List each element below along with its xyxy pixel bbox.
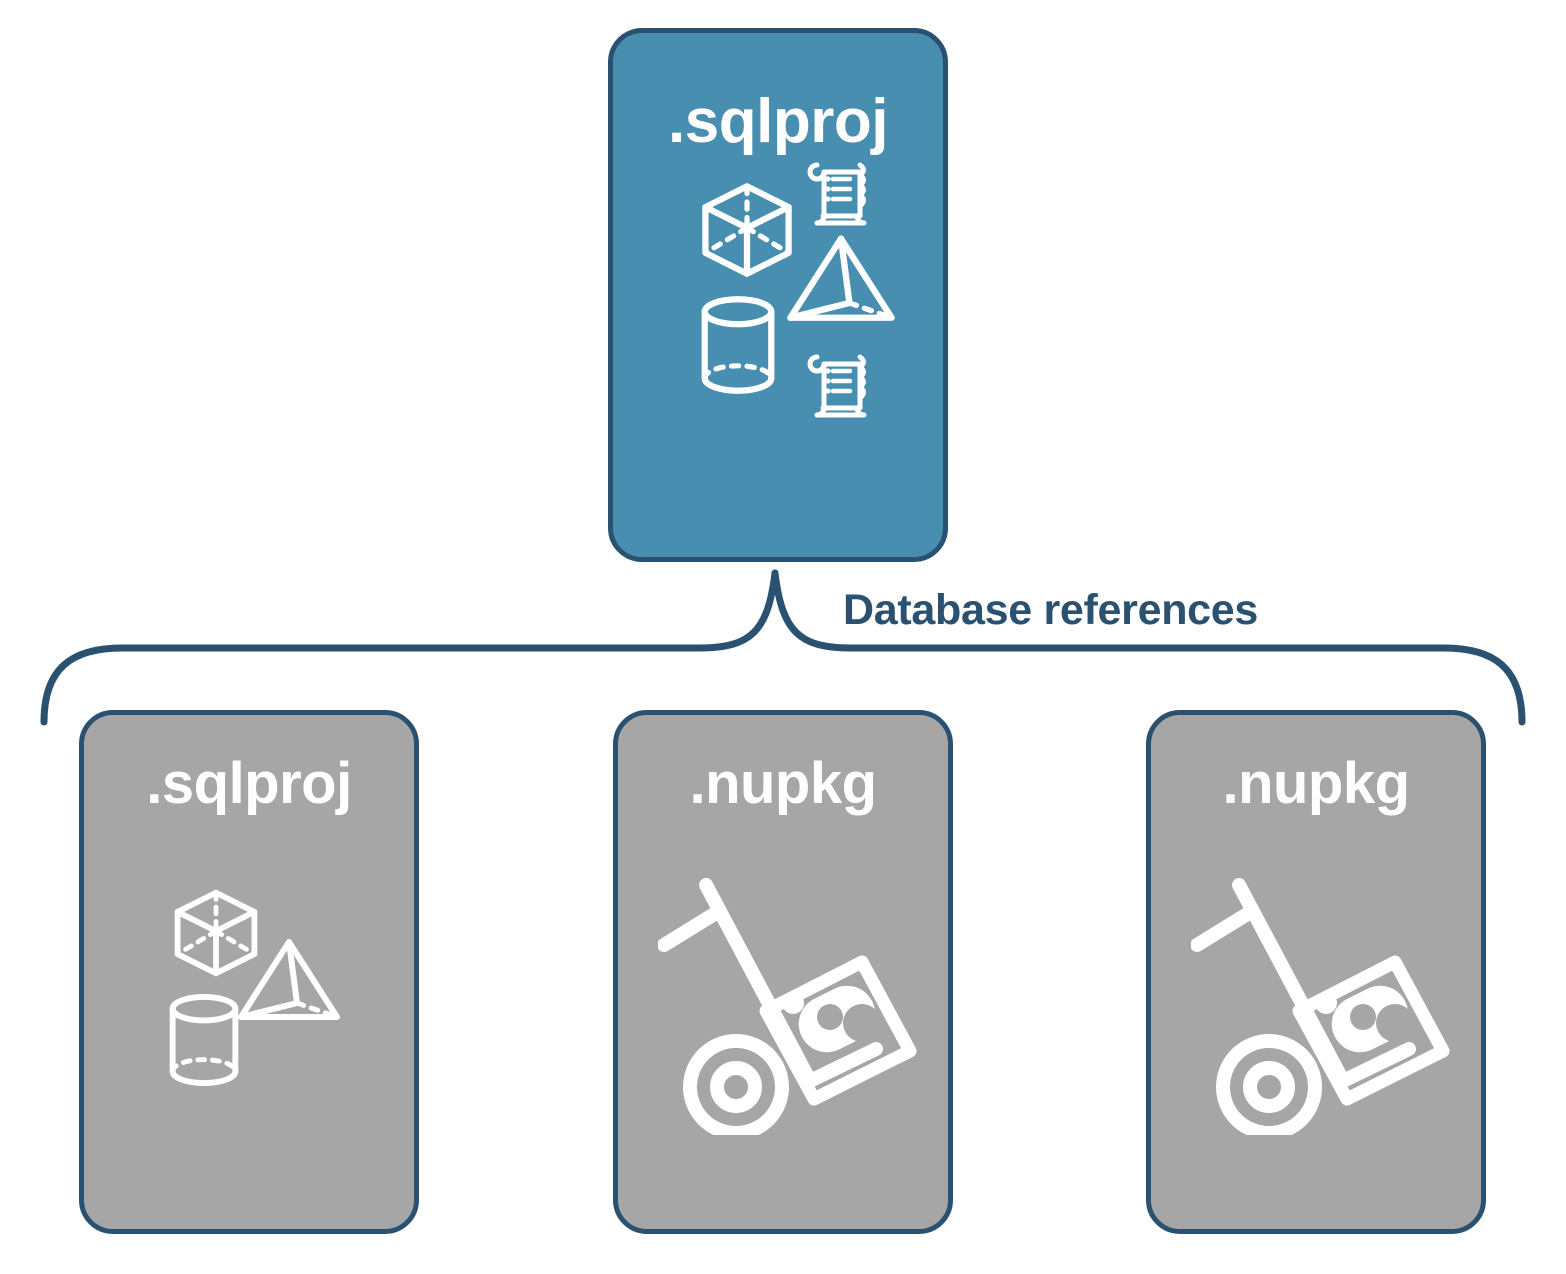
reference-card-icon-area (84, 813, 414, 1229)
cylinder-icon (169, 993, 239, 1087)
reference-card-icon-area (618, 813, 948, 1229)
reference-card-nupkg-1[interactable]: .nupkg (613, 710, 953, 1234)
reference-card-title: .sqlproj (146, 751, 352, 816)
root-card-title: .sqlproj (668, 87, 888, 156)
hand-truck-package-icon (1191, 878, 1450, 1135)
pyramid-icon (787, 235, 895, 321)
reference-card-nupkg-2[interactable]: .nupkg (1146, 710, 1486, 1234)
root-card-icon-area (613, 153, 943, 557)
connector-label: Database references (843, 586, 1258, 634)
hand-truck-package-icon (658, 878, 917, 1135)
cube-icon (702, 183, 792, 277)
reference-card-icon-area (1151, 813, 1481, 1229)
reference-card-sqlproj[interactable]: .sqlproj (79, 710, 419, 1234)
pyramid-icon (238, 939, 340, 1020)
cylinder-icon (701, 296, 775, 394)
scroll-icon (807, 162, 867, 226)
cube-icon (174, 889, 258, 977)
root-sqlproj-card[interactable]: .sqlproj (608, 28, 948, 562)
scroll-icon (807, 354, 867, 418)
reference-card-title: .nupkg (689, 751, 877, 816)
reference-card-title: .nupkg (1222, 751, 1410, 816)
